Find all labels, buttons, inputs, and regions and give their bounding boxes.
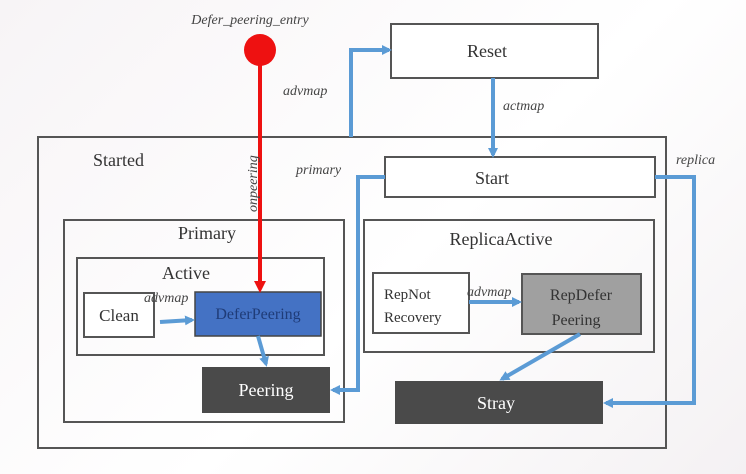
- edge-label-advmap-rep: advmap: [467, 285, 511, 300]
- replica-active-label: ReplicaActive: [450, 229, 553, 249]
- start-box: [384, 156, 656, 198]
- edge-label-primary: primary: [295, 163, 342, 178]
- defer-peering-label: DeferPeering: [215, 306, 300, 323]
- edge-label-advmap-clean: advmap: [144, 291, 188, 306]
- rep-defer-peering-box: [521, 273, 642, 335]
- started-label: Started: [93, 150, 144, 170]
- arrow-clean-to-defer: [159, 315, 195, 326]
- edge-label-onpeering: onpeering: [246, 155, 261, 212]
- entry-label: Defer_peering_entry: [190, 13, 309, 28]
- replica-active-box: [363, 219, 655, 353]
- rep-defer-peering-label-line1: RepDefer: [550, 287, 613, 304]
- arrow-defer-to-peering: [256, 335, 269, 367]
- rep-not-recovery-label-line1: RepNot: [384, 287, 431, 303]
- entry-point: [244, 34, 276, 66]
- rep-defer-peering-label-line2: Peering: [552, 312, 601, 329]
- arrow-repdefer-to-stray: [499, 332, 581, 381]
- clean-box: [83, 292, 155, 338]
- clean-label: Clean: [99, 306, 139, 325]
- active-label: Active: [162, 263, 210, 283]
- start-label: Start: [475, 168, 509, 188]
- primary-label: Primary: [178, 223, 236, 243]
- arrow-started-to-reset: [349, 45, 392, 137]
- active-box: [76, 257, 325, 356]
- edge-label-actmap: actmap: [503, 99, 544, 114]
- reset-label: Reset: [467, 41, 507, 61]
- edge-label-advmap-reset: advmap: [283, 84, 327, 99]
- arrow-start-to-stray: [603, 175, 696, 408]
- peering-box: [202, 367, 330, 413]
- rep-not-recovery-label-line2: Recovery: [384, 310, 442, 326]
- stray-label: Stray: [477, 393, 515, 413]
- peering-label: Peering: [239, 380, 294, 400]
- primary-box: [63, 219, 345, 423]
- arrow-start-to-peering: [330, 175, 385, 395]
- edge-label-replica: replica: [676, 153, 715, 168]
- stray-box: [395, 381, 603, 424]
